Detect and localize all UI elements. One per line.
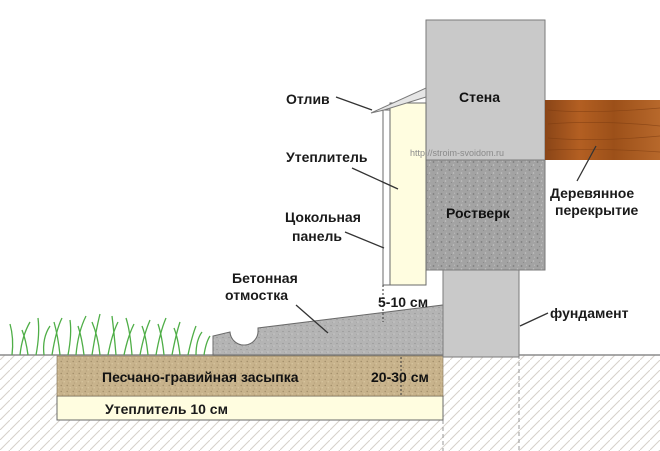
concrete-blind-area-label-1: Бетонная [232, 270, 298, 286]
wall-label: Стена [459, 89, 500, 105]
gap-label: 5-10 см [378, 294, 428, 310]
wooden-floor [545, 100, 660, 160]
wood-grain [547, 107, 660, 153]
wooden-floor-label-2: перекрытие [555, 202, 639, 218]
plinth-panel-label-2: панель [292, 228, 342, 244]
sand-gravel-backfill-label: Песчано-гравийная засыпка [102, 369, 299, 385]
wall-insulation [389, 102, 427, 286]
foundation [442, 269, 520, 358]
foundation-label: фундамент [550, 305, 629, 321]
wall [425, 19, 546, 161]
wooden-floor-label-1: Деревянное [550, 185, 634, 201]
wooden-floor-leader [576, 145, 597, 182]
plinth-panel [382, 109, 391, 286]
watermark: http://stroim-svoidom.ru [410, 148, 504, 158]
drip-flashing-leader [335, 96, 373, 111]
drainage-gutter [229, 329, 259, 346]
foundation-leader [519, 312, 549, 327]
plinth-panel-label-1: Цокольная [285, 209, 361, 225]
drip-flashing-label: Отлив [286, 91, 330, 107]
concrete-blind-area [212, 304, 444, 356]
bottom-insulation [56, 395, 444, 421]
drip-flashing [370, 87, 427, 114]
sand-gravel-backfill [56, 355, 444, 397]
backfill-thickness-label: 20-30 см [371, 369, 429, 385]
plinth-panel-leader [344, 231, 385, 249]
bottom-insulation-label: Утеплитель 10 см [105, 401, 228, 417]
grillage [425, 159, 546, 271]
wall-insulation-label: Утеплитель [286, 149, 368, 165]
wall-insulation-leader [351, 167, 399, 190]
concrete-blind-area-leader [295, 304, 329, 334]
concrete-blind-area-label-2: отмостка [225, 287, 288, 303]
grass [9, 313, 211, 356]
grillage-label: Ростверк [446, 205, 511, 221]
